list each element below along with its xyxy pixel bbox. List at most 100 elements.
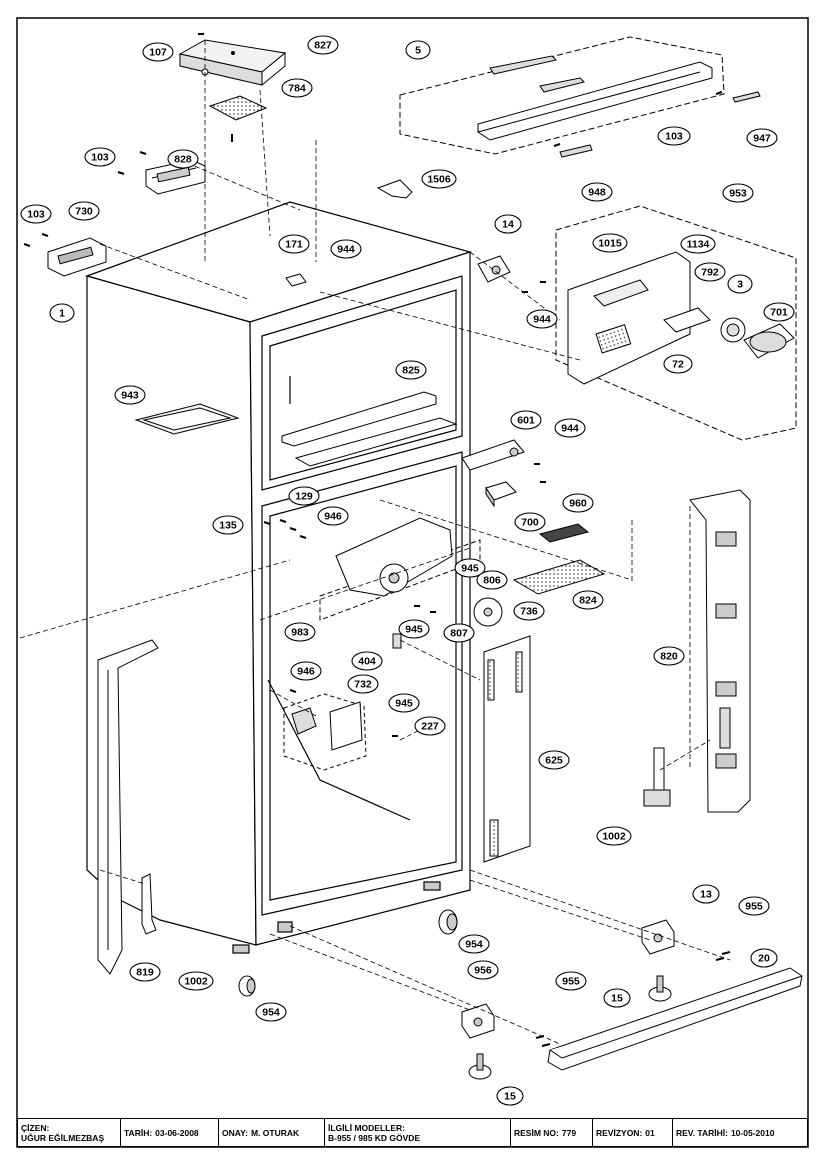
callout-label: 955 [745,901,763,913]
callout-label: 819 [136,967,154,979]
callout-label: 72 [672,359,684,371]
callout-1: 1 [49,303,75,323]
callout-103: 103 [84,147,116,167]
callout-732: 732 [347,674,379,694]
callout-1015: 1015 [592,233,628,253]
callout-label: 736 [520,606,538,618]
callout-bubble [603,988,631,1008]
callout-bubble [405,40,431,60]
callout-label: 20 [758,953,770,965]
callout-label: 944 [337,244,355,256]
screws [23,33,731,1047]
callout-bubble [592,233,628,253]
callout-label: 129 [295,491,313,503]
callout-label: 1002 [602,831,626,843]
callout-943: 943 [114,385,146,405]
callout-label: 825 [402,365,420,377]
callout-bubble [554,418,586,438]
callout-bubble [476,570,508,590]
callout-103: 103 [20,204,52,224]
callout-bubble [727,274,753,294]
thermostat-732 [283,693,367,771]
callout-label: 954 [465,939,483,951]
callout-955: 955 [555,971,587,991]
callout-bubble [510,410,542,430]
callout-bubble [496,1086,524,1106]
callout-bubble [538,750,570,770]
callout-label: 955 [562,976,580,988]
callout-227: 227 [414,716,446,736]
callout-bubble [443,623,475,643]
callout-label: 784 [288,83,306,95]
callout-label: 103 [27,209,45,221]
callout-label: 1506 [427,174,451,186]
callout-bubble [750,948,778,968]
shelf-825 [281,391,458,467]
callout-15: 15 [603,988,631,1008]
callout-103: 103 [657,126,691,146]
callout-bubble [290,661,322,681]
roller-954 [238,909,458,997]
callout-3: 3 [727,274,753,294]
callout-171: 171 [278,234,310,254]
callout-5: 5 [405,40,431,60]
callout-bubble [388,693,420,713]
drawing-no-label: RESİM NO: [514,1127,559,1138]
hinge-14 [477,255,511,283]
callout-bubble [692,884,720,904]
callout-bubble [395,360,427,380]
callout-736: 736 [513,601,545,621]
drawn-by-cell: ÇİZEN: UĞUR EĞİLMEZBAŞ [18,1119,121,1146]
revision-cell: REVİZYON:01 [593,1119,673,1146]
pad-960 [538,523,590,543]
approved-value: M. OTURAK [250,1127,300,1138]
callout-bubble [398,619,430,639]
callout-bubble [562,493,594,513]
callout-label: 135 [219,520,237,532]
pcb-784 [208,95,268,142]
callout-label: 1 [59,308,65,320]
callout-bubble [129,962,161,982]
callout-bubble [657,126,691,146]
callout-825: 825 [395,360,427,380]
callout-bubble [514,512,546,532]
callout-1002: 1002 [178,971,214,991]
rev-date-label: REV. TARİHİ: [676,1127,728,1138]
callout-bubble [458,934,490,954]
callout-label: 15 [504,1091,516,1103]
callout-label: 953 [729,188,747,200]
bracket-956 [461,1003,495,1039]
callout-946: 946 [317,506,349,526]
callout-bubble [596,826,632,846]
callout-label: 956 [474,965,492,977]
callout-bubble [663,354,693,374]
callout-label: 1002 [184,976,208,988]
callout-bubble [20,204,52,224]
date-label: TARİH: [124,1127,153,1138]
callout-label: 227 [421,721,439,733]
callout-bubble [347,674,379,694]
callout-945: 945 [388,693,420,713]
callout-953: 953 [722,183,754,203]
callout-label: 601 [517,415,535,427]
callout-828: 828 [167,149,199,169]
callout-label: 807 [450,628,468,640]
connector-700 [485,481,517,508]
callout-label: 945 [395,698,413,710]
callout-bubble [581,182,613,202]
callout-945: 945 [454,558,486,578]
drawing-no-cell: RESİM NO:779 [511,1119,593,1146]
part-404 [392,633,402,649]
models-label: İLGİLİ MODELLER: [328,1122,405,1133]
callout-label: 824 [579,595,597,607]
callout-820: 820 [653,646,685,666]
date-value: 03-06-2008 [155,1127,199,1138]
side-trim-819 [97,639,159,975]
callout-806: 806 [476,570,508,590]
callout-bubble [167,149,199,169]
callout-bubble [694,262,726,282]
callout-label: 945 [461,563,479,575]
drawn-by-label: ÇİZEN: [21,1122,50,1133]
callout-label: 103 [665,131,683,143]
